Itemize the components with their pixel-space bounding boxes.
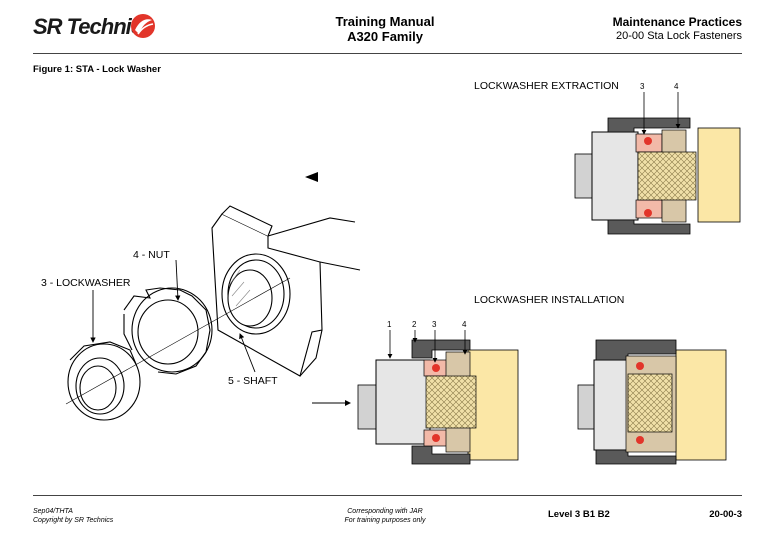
- callout-extraction-3: 3: [640, 82, 645, 91]
- label-lockwasher: 3 - LOCKWASHER: [41, 277, 131, 289]
- footer-jar-line-1: Corresponding with JAR: [347, 508, 423, 515]
- document-title: Training Manual A320 Family: [290, 14, 480, 44]
- installation-section-view-right: [577, 339, 727, 465]
- label-shaft: 5 - SHAFT: [228, 375, 278, 387]
- page-number: 20-00-3: [709, 509, 742, 520]
- footer-center: Corresponding with JAR For training purp…: [320, 507, 450, 525]
- footer-left: Sep04/THTA Copyright by SR Technics: [33, 507, 113, 525]
- section-title: Maintenance Practices: [612, 15, 742, 29]
- callout-installation-2: 2: [412, 320, 417, 329]
- label-extraction: LOCKWASHER EXTRACTION: [474, 80, 619, 92]
- title-line-2: A320 Family: [347, 29, 423, 44]
- figure-title: Figure 1: STA - Lock Washer: [33, 64, 161, 75]
- label-nut: 4 - NUT: [133, 249, 170, 261]
- header-rule: [33, 53, 742, 54]
- installation-section-view-left: [357, 339, 519, 465]
- footer-copyright: Copyright by SR Technics: [33, 517, 114, 524]
- footer-jar-line-2: For training purposes only: [344, 517, 426, 524]
- section-subtitle: 20-00 Sta Lock Fasteners: [616, 30, 742, 42]
- callout-extraction-4: 4: [674, 82, 679, 91]
- title-line-1: Training Manual: [335, 14, 435, 29]
- label-installation: LOCKWASHER INSTALLATION: [474, 294, 625, 306]
- direction-arrow-icon: [305, 172, 318, 182]
- section-heading: Maintenance Practices 20-00 Sta Lock Fas…: [613, 15, 742, 43]
- logo-emblem-icon: [131, 14, 155, 38]
- callout-installation-4: 4: [462, 320, 467, 329]
- extraction-section-view: [574, 117, 741, 235]
- footer-level: Level 3 B1 B2: [548, 509, 610, 520]
- footer-date: Sep04/THTA: [33, 508, 73, 515]
- exploded-view: [65, 205, 361, 421]
- callout-installation-1: 1: [387, 320, 392, 329]
- callout-installation-3: 3: [432, 320, 437, 329]
- footer-rule: [33, 495, 742, 496]
